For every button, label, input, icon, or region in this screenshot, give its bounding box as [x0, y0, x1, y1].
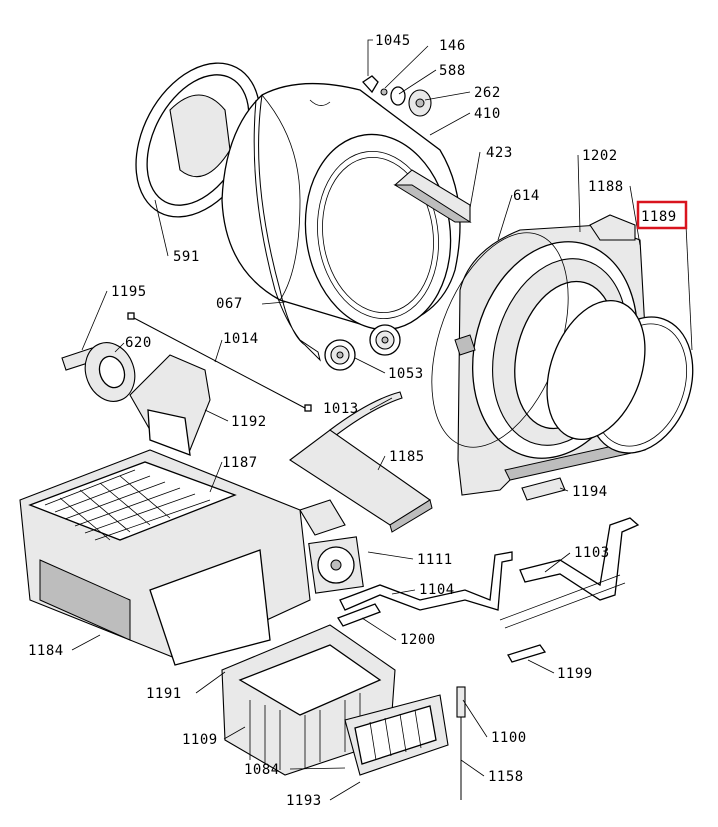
leader-lines	[71, 39, 693, 801]
part-probe	[456, 686, 466, 800]
callout-1104[interactable]: 1104	[419, 582, 455, 598]
callout-410[interactable]: 410	[474, 106, 501, 122]
callout-146[interactable]: 146	[439, 38, 466, 54]
callout-423[interactable]: 423	[486, 145, 513, 161]
part-base	[19, 449, 311, 666]
part-hose-arc	[329, 391, 403, 437]
callout-588[interactable]: 588	[439, 63, 466, 79]
callout-1195[interactable]: 1195	[111, 284, 147, 300]
callout-1194[interactable]: 1194	[572, 484, 608, 500]
part-shaft-group	[362, 75, 432, 117]
part-tubes-1104	[337, 551, 513, 627]
callout-1199[interactable]: 1199	[557, 666, 593, 682]
callout-1193[interactable]: 1193	[286, 793, 322, 809]
part-fan-wheel	[84, 342, 136, 402]
callout-1185[interactable]: 1185	[389, 449, 425, 465]
part-sensor-wire	[127, 312, 312, 412]
callout-067[interactable]: 067	[216, 296, 243, 312]
callout-1045[interactable]: 1045	[375, 33, 411, 49]
callout-1202[interactable]: 1202	[582, 148, 618, 164]
callout-1013[interactable]: 1013	[323, 401, 359, 417]
callout-1158[interactable]: 1158	[488, 769, 524, 785]
callout-1100[interactable]: 1100	[491, 730, 527, 746]
part-rollers	[324, 324, 401, 371]
callout-1014[interactable]: 1014	[223, 331, 259, 347]
part-fan-housing	[129, 354, 211, 456]
callout-1187[interactable]: 1187	[222, 455, 258, 471]
part-drum-paddle	[393, 169, 472, 223]
callout-614[interactable]: 614	[513, 188, 540, 204]
highlight-box-1189	[636, 200, 688, 230]
callout-1184[interactable]: 1184	[28, 643, 64, 659]
part-filter-tray	[344, 694, 449, 776]
callout-labels: 1045 146 588 262 410 423 1202 1188 1189 …	[28, 33, 688, 809]
callout-1188[interactable]: 1188	[588, 179, 624, 195]
part-drum	[221, 82, 461, 331]
callout-620[interactable]: 620	[125, 335, 152, 351]
callout-1189[interactable]: 1189	[641, 209, 677, 225]
part-tubes-1103	[499, 517, 640, 663]
callout-1191[interactable]: 1191	[146, 686, 182, 702]
part-drive-belt	[253, 94, 321, 362]
part-door-ring	[546, 299, 694, 454]
callout-1084[interactable]: 1084	[244, 762, 280, 778]
callout-1109[interactable]: 1109	[182, 732, 218, 748]
callout-1192[interactable]: 1192	[231, 414, 267, 430]
callout-1200[interactable]: 1200	[400, 632, 436, 648]
callout-1053[interactable]: 1053	[388, 366, 424, 382]
callout-262[interactable]: 262	[474, 85, 501, 101]
part-cover-plate	[289, 429, 433, 533]
callout-591[interactable]: 591	[173, 249, 200, 265]
callout-1103[interactable]: 1103	[574, 545, 610, 561]
callout-1111[interactable]: 1111	[417, 552, 453, 568]
part-fan-motor	[299, 499, 364, 594]
